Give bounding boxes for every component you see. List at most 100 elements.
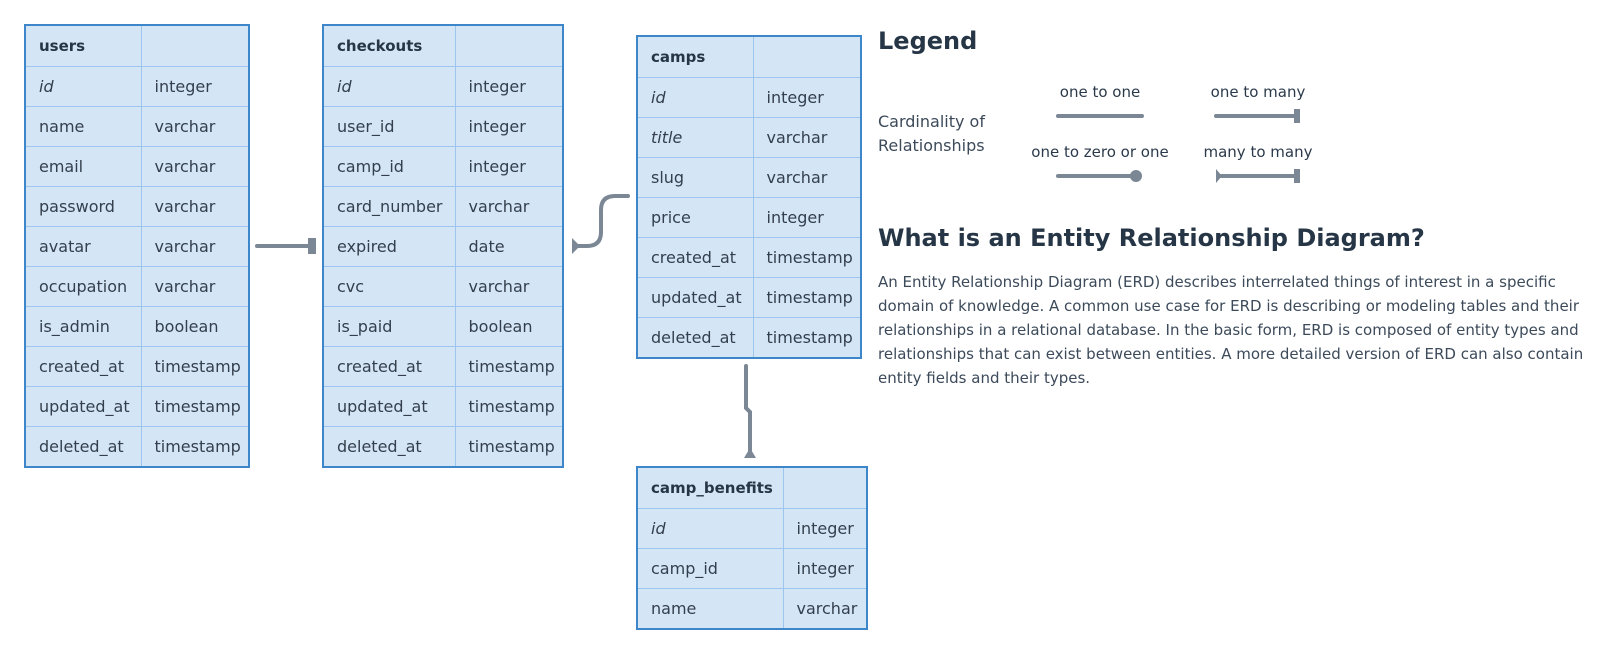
- legend-item-label: one to many: [1210, 83, 1306, 101]
- field-type: integer: [783, 548, 866, 589]
- field-type: timestamp: [141, 346, 248, 387]
- field-type: integer: [753, 77, 860, 118]
- legend-item-label: one to zero or one: [1031, 143, 1169, 161]
- field-type: integer: [753, 197, 860, 238]
- legend-item-label: many to many: [1203, 143, 1313, 161]
- field-name: cvc: [324, 266, 456, 307]
- field-type: varchar: [141, 186, 248, 227]
- entity-header-row: checkouts: [324, 26, 562, 67]
- field-name: name: [638, 588, 784, 628]
- field-type: integer: [455, 106, 562, 147]
- field-name: name: [26, 106, 142, 147]
- field-type: varchar: [141, 106, 248, 147]
- field-type: timestamp: [753, 237, 860, 278]
- entity-header-row: camp_benefits: [638, 468, 866, 509]
- field-name: slug: [638, 157, 754, 198]
- entity-name: users: [26, 26, 142, 67]
- legend-one-to-zero-or-one: one to zero or one: [1020, 142, 1180, 214]
- field-type: integer: [455, 66, 562, 107]
- field-name: updated_at: [26, 386, 142, 427]
- field-name: id: [324, 66, 456, 107]
- field-name: updated_at: [638, 277, 754, 318]
- field-type: timestamp: [154, 436, 241, 456]
- field-type: date: [455, 226, 562, 267]
- entity-name: checkouts: [324, 26, 456, 67]
- entity-header-blank: [141, 26, 248, 67]
- entity-header-blank: [783, 468, 866, 509]
- field-name: occupation: [26, 266, 142, 307]
- entity-header-blank: [753, 37, 860, 78]
- field-type: varchar: [753, 117, 860, 158]
- erd-section-title: What is an Entity Relationship Diagram?: [878, 224, 1425, 252]
- entity-header-blank: [455, 26, 562, 67]
- field-type: varchar: [141, 226, 248, 267]
- field-name: deleted_at: [324, 426, 456, 466]
- entity-name: camp_benefits: [638, 468, 784, 509]
- field-name: title: [638, 117, 754, 158]
- field-name: id: [638, 77, 754, 118]
- field-name: is_admin: [26, 306, 142, 347]
- legend-many-to-many: many to many: [1178, 142, 1338, 214]
- field-name: card_number: [324, 186, 456, 227]
- field-name: price: [638, 197, 754, 238]
- legend-one-to-one: one to one: [1020, 82, 1180, 154]
- entity-name: camps: [638, 37, 754, 78]
- legend-title: Legend: [878, 27, 978, 55]
- legend-one-to-many: one to many: [1178, 82, 1338, 154]
- field-name: created_at: [26, 346, 142, 387]
- field-name: email: [26, 146, 142, 187]
- one-to-one-icon: [1056, 114, 1144, 118]
- field-type: integer: [783, 508, 866, 549]
- field-name: id: [638, 508, 784, 549]
- legend-item-label: one to one: [1059, 83, 1141, 101]
- field-type: boolean: [455, 306, 562, 347]
- field-type: boolean: [141, 306, 248, 347]
- field-type: varchar: [141, 266, 248, 307]
- one-to-zero-or-one-icon: [1056, 170, 1142, 182]
- field-name: deleted_at: [26, 426, 142, 466]
- field-type: timestamp: [141, 386, 248, 427]
- connector-camps-camp-benefits[interactable]: [744, 364, 756, 458]
- field-name: updated_at: [324, 386, 456, 427]
- field-row: deleted_at timestamp: [26, 426, 248, 466]
- field-type: timestamp: [455, 386, 562, 427]
- field-name: password: [26, 186, 142, 227]
- field-name: avatar: [26, 226, 142, 267]
- field-name: camp_id: [324, 146, 456, 187]
- field-name: camp_id: [638, 548, 784, 589]
- field-type: integer: [455, 146, 562, 187]
- connector-checkouts-camps[interactable]: [572, 194, 630, 254]
- erd-description: An Entity Relationship Diagram (ERD) des…: [878, 273, 1584, 387]
- field-name: created_at: [324, 346, 456, 387]
- field-type: varchar: [455, 266, 562, 307]
- field-type: varchar: [141, 146, 248, 187]
- connector-users-checkouts[interactable]: [255, 238, 316, 254]
- field-type: timestamp: [753, 277, 860, 318]
